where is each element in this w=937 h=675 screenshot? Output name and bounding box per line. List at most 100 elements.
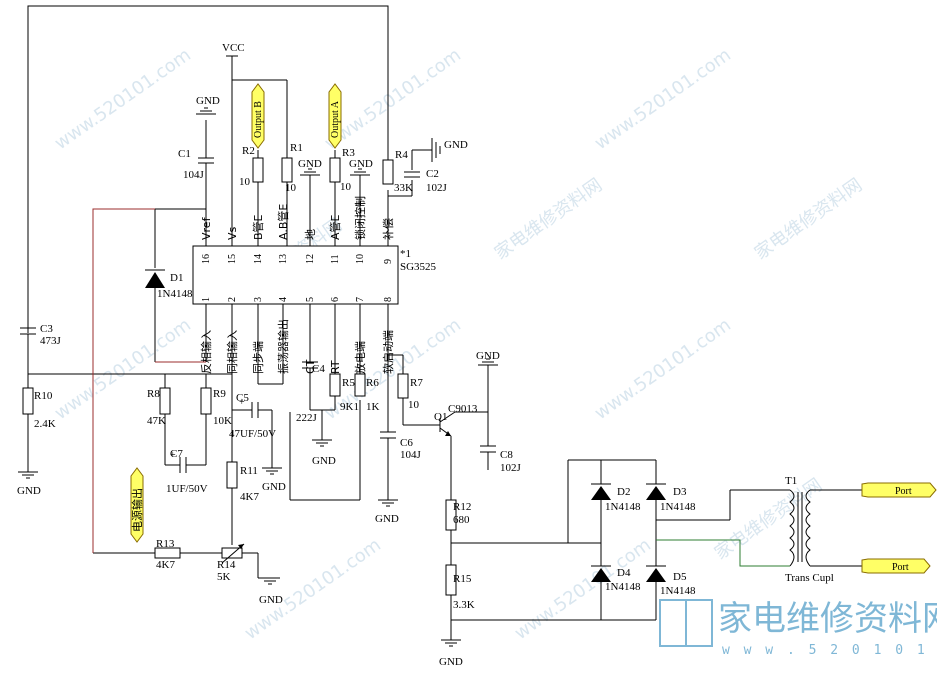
q1-value: C9013 <box>448 403 478 415</box>
ic-pin-number: 10 <box>355 254 366 264</box>
resistor-r7 <box>397 373 409 399</box>
r8-value: 47K <box>147 415 166 427</box>
gnd-icon: GND <box>349 158 373 176</box>
port-label-2: Port <box>892 562 909 573</box>
resistor-r3 <box>329 157 341 183</box>
r4-value: 33K <box>394 182 413 194</box>
gnd-label: GND <box>17 485 41 497</box>
gnd-label: GND <box>262 481 286 493</box>
feedback-wires <box>92 208 206 553</box>
watermark-text: www.520101.com <box>321 44 465 154</box>
c1-ref: C1 <box>178 148 191 160</box>
ic-pin-number: 8 <box>383 297 394 302</box>
d1-value: 1N4148 <box>157 288 193 300</box>
c4-value: 222J <box>296 412 318 424</box>
d2-value: 1N4148 <box>605 501 641 513</box>
gnd-r4: GND <box>431 138 468 162</box>
ic-pin-label: CT <box>304 359 317 374</box>
resistor-r13 <box>154 547 181 559</box>
r9-value: 10K <box>213 415 232 427</box>
port-tag-1: Port <box>861 482 937 498</box>
ic-pin-number: 5 <box>305 297 316 302</box>
d3-value: 1N4148 <box>660 501 696 513</box>
watermark-text: www.520101.com <box>591 44 735 154</box>
r1-value: 10 <box>285 182 297 194</box>
resistor-r6 <box>354 373 366 397</box>
r3-value: 10 <box>340 181 352 193</box>
port-label-1: Port <box>895 486 912 497</box>
ic-pin-number: 1 <box>201 297 212 302</box>
c8-ref: C8 <box>500 449 513 461</box>
resistor-r1 <box>281 157 293 183</box>
d2-ref: D2 <box>617 486 630 498</box>
svg-text:+: + <box>170 450 176 461</box>
r7-value: 10 <box>408 399 420 411</box>
gnd-icon: GND <box>259 577 283 606</box>
transformer-t1 <box>789 489 811 567</box>
ic-pin-number: 6 <box>330 297 341 302</box>
r10-value: 2.4K <box>34 418 56 430</box>
c4-ref: C4 <box>312 363 325 375</box>
r12-value: 680 <box>453 514 470 526</box>
ic-pin-number: 4 <box>278 297 289 302</box>
c5-ref: C5 <box>236 392 249 404</box>
resistor-r2 <box>252 157 264 183</box>
gnd-label: GND <box>476 350 500 362</box>
r9-ref: R9 <box>213 388 226 400</box>
q1-ref: Q1 <box>434 411 447 423</box>
resistor-r11 <box>226 461 238 489</box>
gnd-label: GND <box>259 594 283 606</box>
resistor-r12 <box>445 499 457 531</box>
resistor-r9 <box>200 387 212 415</box>
r8-ref: R8 <box>147 388 160 400</box>
gnd-icon: GND <box>298 158 322 176</box>
resistor-r15 <box>445 564 457 596</box>
r13-value: 4K7 <box>156 559 175 571</box>
logo-url: w w w . 5 2 0 1 0 1 . c o m <box>722 643 937 658</box>
diode-symbols <box>145 269 666 582</box>
vcc-label: VCC <box>222 42 245 54</box>
wires <box>27 5 862 640</box>
gnd-icon: GND <box>196 95 220 115</box>
output-b-tag: Output B <box>251 83 265 149</box>
output-a-tag: Output A <box>328 83 342 149</box>
ic-pin-number: 7 <box>355 297 366 302</box>
r15-value: 3.3K <box>453 599 475 611</box>
ic-pin-number: 11 <box>330 254 341 264</box>
c6-ref: C6 <box>400 437 413 449</box>
logo-name: 家电维修资料网 <box>718 599 937 639</box>
resistor-r8 <box>159 387 171 415</box>
ic-pin-number: 12 <box>305 254 316 264</box>
r5-ref: R5 <box>342 377 355 389</box>
r2-ref: R2 <box>242 145 255 157</box>
resistor-bodies <box>22 157 457 596</box>
ic-pin-number: 14 <box>253 254 264 264</box>
r14-value: 5K <box>217 571 231 583</box>
capacitor-symbols: + + <box>20 150 496 473</box>
ic-pin-number: 3 <box>253 297 264 302</box>
r7-ref: R7 <box>410 377 423 389</box>
watermark-cn: 家电维修资料网 <box>751 175 866 264</box>
c3-ref: C3 <box>40 323 53 335</box>
c6-value: 104J <box>400 449 422 461</box>
gnd-icon: GND <box>262 467 286 493</box>
d5-ref: D5 <box>673 571 687 583</box>
gnd-label: GND <box>312 455 336 467</box>
power-out-label: 电源输出 <box>130 488 144 532</box>
transistor-q1 <box>439 411 456 437</box>
r6-value: 1K <box>366 401 380 413</box>
gnd-label: GND <box>375 513 399 525</box>
gnd-label: GND <box>444 139 468 151</box>
c8-value: 102J <box>500 462 522 474</box>
ic-pin-label: A.B管E <box>276 204 290 240</box>
resistor-r4 <box>382 159 394 185</box>
c5-value: 47UF/50V <box>229 428 276 440</box>
output-wire <box>656 539 790 567</box>
r11-value: 4K7 <box>240 491 259 503</box>
resistor-r10 <box>22 387 34 415</box>
c7-ref: C7 <box>170 448 183 460</box>
d1-ref: D1 <box>170 272 183 284</box>
output-a-label: Output A <box>330 100 341 138</box>
component-labels: C1104JR210R110R310R433KC2102JD11N4148C34… <box>34 142 834 611</box>
gnd-icon: GND <box>439 639 463 668</box>
